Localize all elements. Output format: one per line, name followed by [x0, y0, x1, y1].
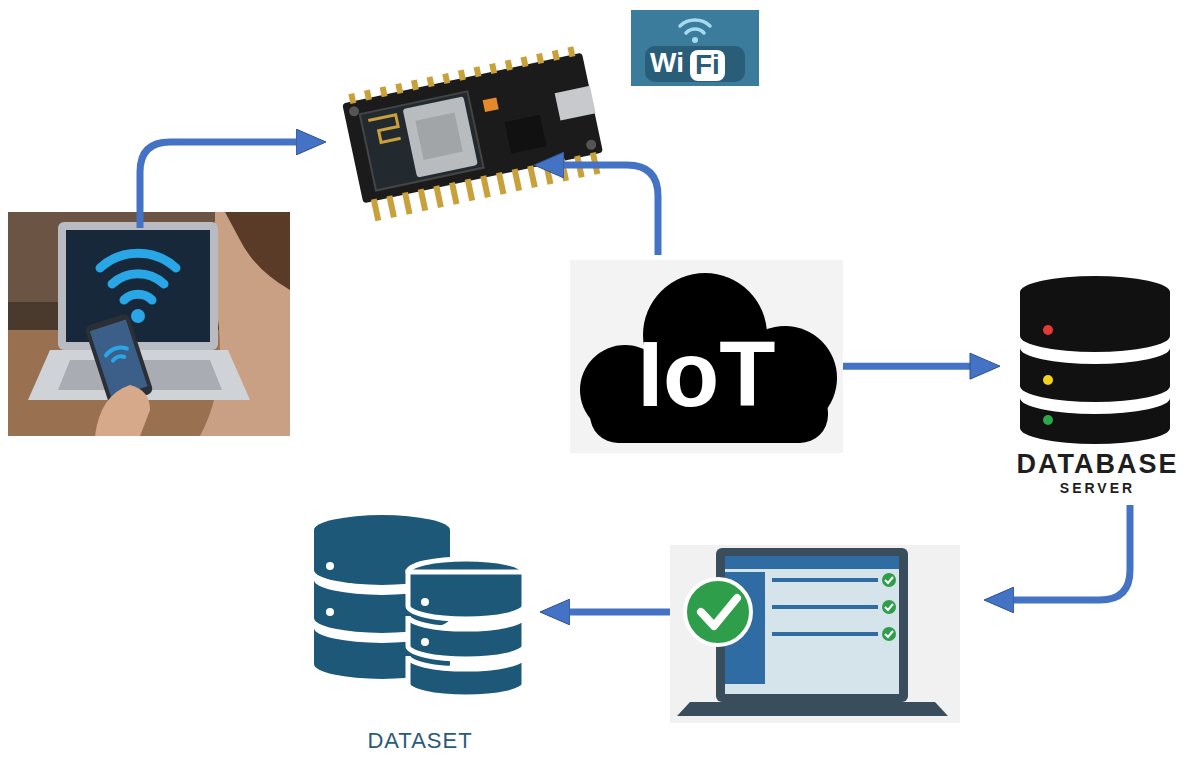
flow-arrow — [843, 353, 1000, 379]
laptop-phone-photo — [8, 212, 290, 436]
database-server-icon — [1020, 276, 1170, 444]
icon-node: IoT — [570, 260, 843, 453]
node-label: DATASET — [367, 728, 472, 753]
checklist-laptop — [670, 545, 960, 723]
icon-node: DATABASESERVER — [1000, 270, 1195, 502]
logo-text: Wi — [650, 48, 684, 79]
node-subtitle: SERVER — [1060, 480, 1135, 496]
esp8266-board — [341, 45, 609, 223]
wifi-logo — [631, 10, 759, 86]
node-title: DATABASE — [1017, 449, 1179, 480]
iot-cloud-icon — [570, 260, 843, 453]
logo-text: Fi — [690, 50, 725, 81]
flow-arrows — [140, 142, 1130, 612]
dataset-icon — [314, 515, 524, 697]
node-label: IoT — [638, 322, 776, 428]
icon-node: DATASET — [300, 510, 540, 755]
